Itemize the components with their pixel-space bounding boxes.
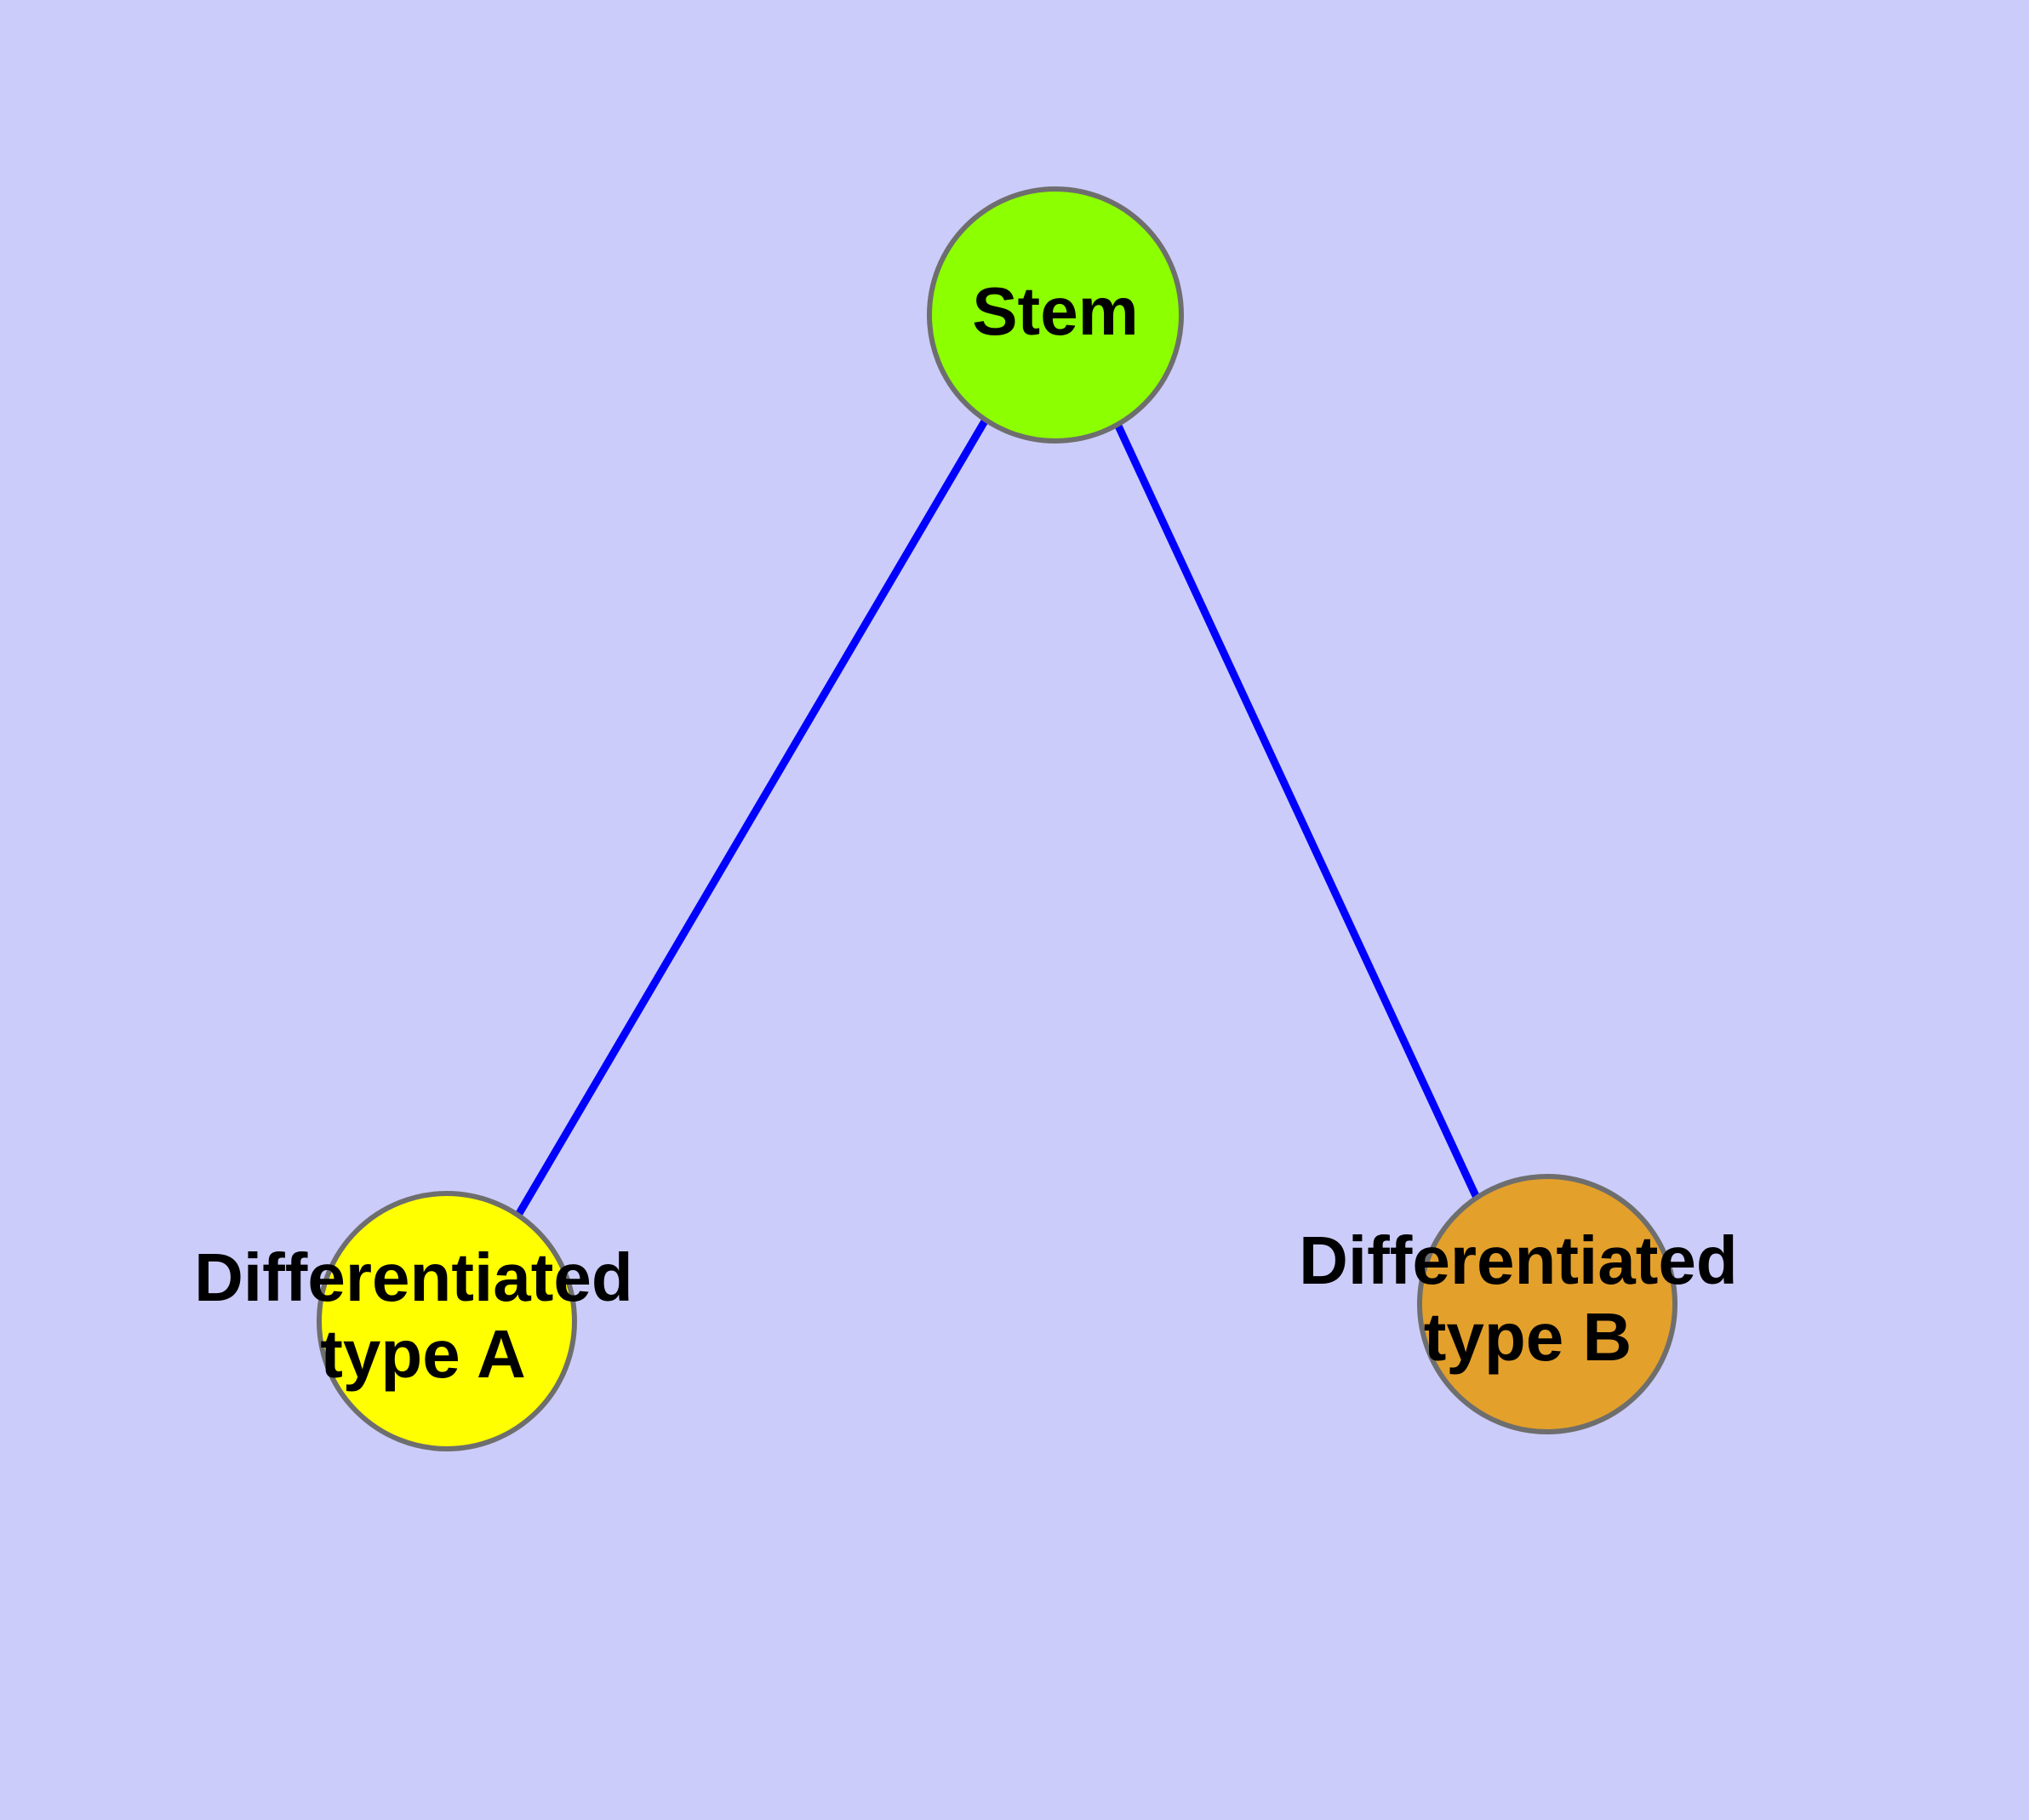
node-diff-a-label: Differentiated type A — [194, 1239, 652, 1392]
node-stem-label-line1: Stem — [972, 273, 1139, 349]
edge-stem-to-diff-a[interactable] — [512, 417, 989, 1223]
node-diff-a-label-line2: type A — [320, 1316, 526, 1392]
node-stem[interactable] — [927, 186, 1184, 444]
label-layer: Stem Differentiated type A Differentiate… — [194, 273, 1757, 1392]
node-diff-b-label-line2: type B — [1424, 1299, 1632, 1375]
node-diff-b[interactable] — [1417, 1174, 1677, 1434]
node-layer — [317, 186, 1677, 1451]
node-stem-label: Stem — [972, 273, 1139, 349]
node-diff-b-label: Differentiated type B — [1299, 1222, 1757, 1375]
node-diff-a-label-line1: Differentiated — [194, 1239, 633, 1315]
node-stem-circle[interactable] — [927, 186, 1184, 444]
edge-layer — [512, 417, 1492, 1223]
node-diff-a[interactable] — [317, 1191, 577, 1451]
edge-stem-to-diff-b[interactable] — [1112, 421, 1492, 1223]
node-diff-b-label-line1: Differentiated — [1299, 1222, 1738, 1298]
node-diff-b-circle[interactable] — [1417, 1174, 1677, 1434]
node-diff-a-circle[interactable] — [317, 1191, 577, 1451]
